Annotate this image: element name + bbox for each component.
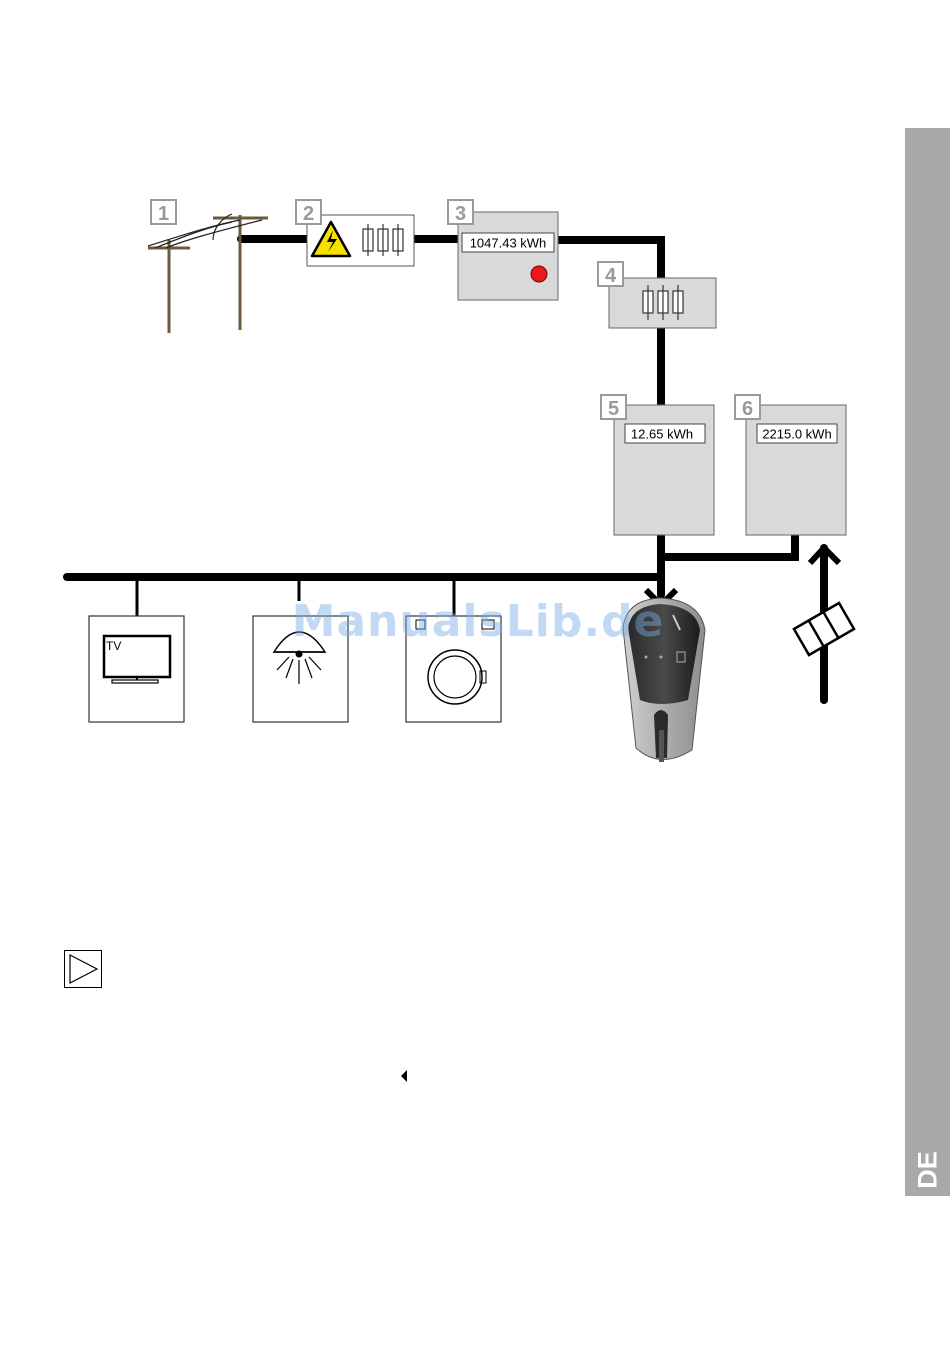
bus-drops	[137, 577, 454, 616]
svg-text:1: 1	[158, 203, 169, 225]
language-side-tab: DE	[905, 128, 950, 1196]
node-label-3: 3	[448, 200, 473, 225]
node-label-6: 6	[735, 395, 760, 420]
pv-meter: 2215.0 kWh	[746, 405, 846, 535]
node-label-1: 1	[151, 200, 176, 225]
meter-reading-main: 1047.43 kWh	[470, 236, 547, 251]
main-meter: 1047.43 kWh	[458, 212, 558, 300]
house-connection-box	[307, 215, 414, 266]
fuse-icon	[363, 224, 403, 256]
svg-text:3: 3	[455, 203, 466, 225]
svg-text:5: 5	[608, 398, 619, 420]
consumer-tv: TV	[89, 616, 184, 722]
node-label-4: 4	[598, 262, 623, 287]
language-label: DE	[908, 1148, 948, 1193]
meter-reading-wallbox: 12.65 kWh	[631, 427, 693, 442]
node-label-2: 2	[296, 200, 321, 225]
solar-panel-icon	[794, 603, 854, 655]
utility-pole-icon	[148, 214, 268, 333]
node-label-5: 5	[601, 395, 626, 420]
consumer-lamp	[253, 616, 348, 722]
ev-wallbox-icon	[623, 598, 705, 762]
distribution-box	[609, 278, 716, 328]
back-arrow-icon	[399, 1069, 409, 1083]
svg-text:6: 6	[742, 398, 753, 420]
consumer-washing-machine	[406, 616, 501, 722]
tv-label: TV	[106, 639, 121, 653]
svg-text:4: 4	[605, 265, 617, 287]
meter-led-icon	[531, 266, 547, 282]
play-icon	[64, 950, 102, 988]
wallbox-meter: 12.65 kWh	[614, 405, 714, 535]
svg-text:2: 2	[303, 203, 314, 225]
meter-reading-pv: 2215.0 kWh	[762, 427, 831, 442]
